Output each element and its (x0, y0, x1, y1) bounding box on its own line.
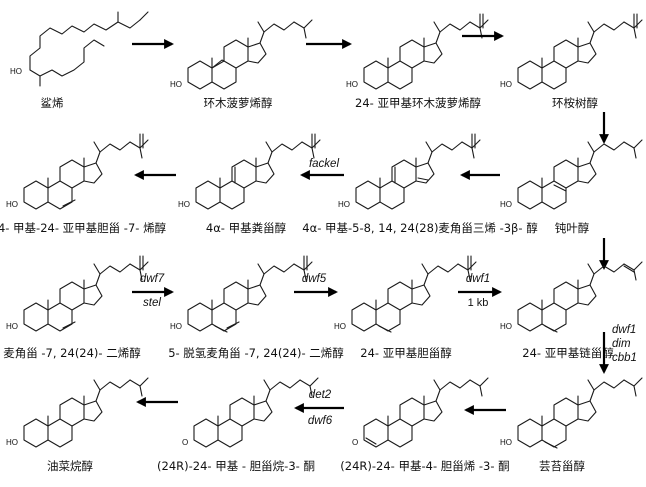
ho-label: HO (334, 322, 346, 331)
compound-label-isofucosterol: 24- 亚甲基链甾醇 (522, 346, 614, 360)
o-label: O (352, 438, 358, 447)
enzyme-stel: stel (143, 297, 161, 309)
note-1kb: 1 kb (468, 297, 489, 309)
compound-label-cycloeucalenol: 环桉树醇 (552, 96, 598, 110)
ho-label: HO (170, 80, 182, 89)
methyl-fecosterol-structure: HO (178, 133, 321, 210)
ho-label: HO (6, 200, 18, 209)
compound-label-methylene-cholesterol: 24- 亚甲基胆甾醇 (360, 346, 452, 360)
methyl-methylene-cholestenol-structure: HO (6, 133, 149, 210)
ho-label: HO (500, 438, 512, 447)
methylene-cholesterol-structure: HO (334, 255, 477, 333)
enzyme-dwf1-b: dwf1 (612, 324, 636, 336)
enzyme-det2: det2 (309, 389, 332, 401)
enzyme-dwf7: dwf7 (140, 273, 165, 285)
enzyme-fackel: fackel (309, 158, 339, 170)
methyl-ergostatrienol-structure: HO (338, 133, 481, 210)
ho-label: HO (6, 438, 18, 447)
compound-label-campesterol: 芸苔甾醇 (539, 459, 585, 473)
enzyme-dwf6: dwf6 (308, 415, 333, 427)
o-label: O (182, 438, 188, 447)
ho-label: HO (170, 322, 182, 331)
episterol-structure: HO (6, 255, 149, 332)
dehydro-episterol-structure: HO (170, 255, 313, 333)
ho-label: HO (6, 322, 18, 331)
enzyme-cbb1: cbb1 (612, 352, 637, 364)
ho-label: HO (346, 80, 358, 89)
ho-label: HO (500, 322, 512, 331)
compound-label-obtusifoliol: 钝叶醇 (555, 221, 590, 235)
compound-label-methyl-cholestenone: (24R)-24- 甲基-4- 胆甾烯 -3- 酮 (340, 459, 509, 473)
brassicasterol-final-structure: HO (6, 377, 149, 448)
isofucosterol-structure: HO (500, 261, 643, 333)
compound-label-methyl-fecosterol: 4α- 甲基粪甾醇 (206, 221, 287, 235)
compound-label-methyl-ergostatrienol: 4α- 甲基-5-8, 14, 24(28)麦角甾三烯 -3β- 醇 (302, 221, 538, 235)
compound-label-methylene-cycloartanol: 24- 亚甲基环木菠萝烯醇 (355, 96, 481, 110)
compound-label-cycloartenol: 环木菠萝烯醇 (204, 96, 273, 110)
enzyme-dwf5: dwf5 (302, 273, 327, 285)
compound-label-methyl-cholestanone: (24R)-24- 甲基 - 胆甾烷-3- 酮 (157, 459, 315, 473)
ho-label: HO (500, 200, 512, 209)
compound-label-squalene: 鲨烯 (41, 96, 64, 110)
ho-label: HO (178, 200, 190, 209)
compound-label-methyl-methylene-cholestenol: 4- 甲基-24- 亚甲基胆甾 -7- 烯醇 (0, 221, 167, 235)
ho-label: HO (500, 80, 512, 89)
compound-label-episterol: 麦角甾 -7, 24(24)- 二烯醇 (3, 346, 141, 360)
cycloeucalenol-structure: HO (500, 13, 643, 90)
cycloartenol-structure: HO (170, 19, 313, 90)
ho-label: HO (10, 67, 22, 76)
methyl-cholestanone-structure: O (182, 377, 319, 448)
compound-label-dehydro-episterol: 5- 脱氢麦角甾 -7, 24(24)- 二烯醇 (168, 346, 344, 360)
methylene-cycloartanol-structure: HO (346, 13, 489, 90)
compound-label-brassicasterol-final: 油菜烷醇 (47, 459, 93, 473)
obtusifoliol-structure: HO (500, 139, 643, 210)
methyl-cholestenone-structure: O (352, 377, 489, 448)
enzyme-dwf1-a: dwf1 (466, 273, 490, 285)
enzyme-dim: dim (612, 338, 631, 350)
squalene-structure: HO (10, 11, 149, 87)
ho-label: HO (338, 200, 350, 209)
campesterol-structure: HO (500, 377, 643, 449)
